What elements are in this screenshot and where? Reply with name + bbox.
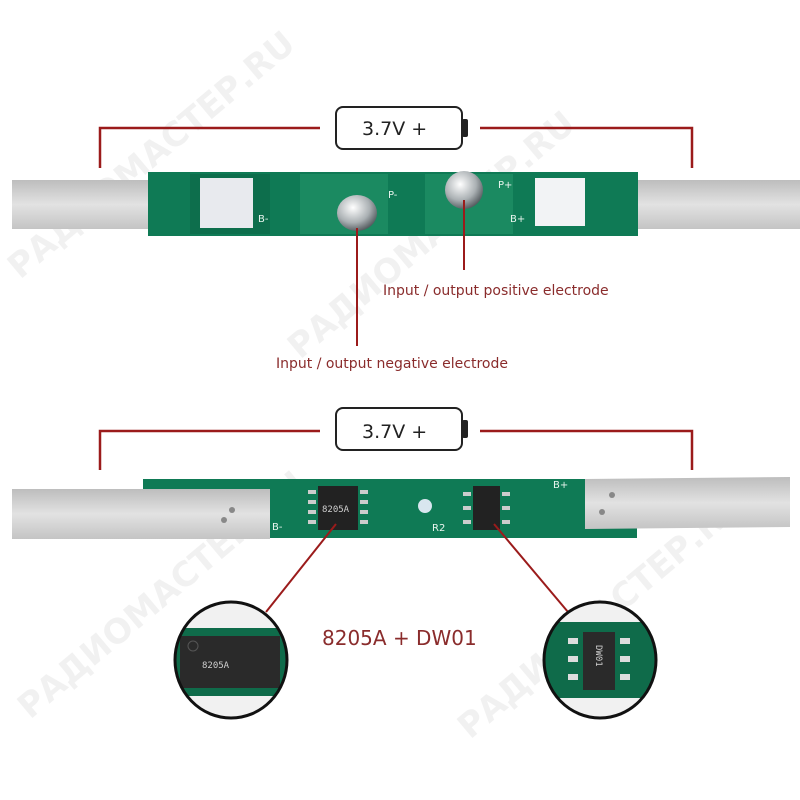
bottom-panel: 3.7V + B- B+ R2 8205A 8205A bbox=[12, 407, 790, 720]
silk-p-plus: P+ bbox=[498, 180, 512, 191]
chips-label: 8205A + DW01 bbox=[322, 626, 477, 650]
weld-spot bbox=[229, 507, 235, 513]
battery-voltage-label: 3.7V + bbox=[362, 118, 427, 140]
led bbox=[418, 499, 432, 513]
weld-spot bbox=[599, 509, 605, 515]
nickel-strip-left bbox=[12, 489, 270, 539]
positive-electrode-label: Input / output positive electrode bbox=[383, 283, 609, 299]
silk-b-minus: B- bbox=[272, 522, 283, 533]
battery-connection-line bbox=[98, 429, 694, 470]
weld-spot bbox=[609, 492, 615, 498]
zoom-dw01: DW01 bbox=[544, 602, 656, 718]
positive-electrode-pad bbox=[445, 171, 483, 209]
zoom-dw01-frame bbox=[542, 600, 658, 720]
b-plus-pad bbox=[535, 178, 585, 226]
zoom-8205a-frame bbox=[173, 600, 289, 720]
weld-spot bbox=[221, 517, 227, 523]
chip-dw01 bbox=[463, 486, 510, 530]
svg-text:РАДИОМАСТЕР.RU: РАДИОМАСТЕР.RU bbox=[0, 24, 303, 287]
battery-icon: 3.7V + bbox=[335, 407, 468, 451]
battery-connection-line bbox=[98, 126, 694, 168]
zoom-dw01-marking: DW01 bbox=[593, 645, 603, 667]
silk-p-minus: P- bbox=[388, 190, 398, 201]
chip-dw01-leader-line bbox=[493, 523, 569, 613]
silk-b-minus: B- bbox=[258, 214, 269, 225]
zoom-8205a: 8205A bbox=[175, 602, 287, 718]
battery-voltage-label: 3.7V + bbox=[362, 421, 427, 443]
top-panel: 3.7V + B- P- P+ B+ Input / output positi… bbox=[12, 106, 800, 372]
negative-electrode-label: Input / output negative electrode bbox=[276, 356, 508, 372]
b-minus-pad bbox=[200, 178, 253, 228]
negative-electrode-pad bbox=[337, 195, 377, 231]
silk-r2: R2 bbox=[432, 523, 445, 534]
chip-8205a-marking: 8205A bbox=[322, 505, 350, 515]
silk-b-plus: B+ bbox=[553, 480, 568, 491]
battery-icon: 3.7V + bbox=[335, 106, 468, 150]
nickel-strip-right bbox=[585, 477, 790, 529]
silk-b-plus: B+ bbox=[510, 214, 525, 225]
chip-8205a: 8205A bbox=[308, 486, 368, 530]
zoom-8205a-marking: 8205A bbox=[202, 661, 230, 671]
chip-8205a-leader-line bbox=[265, 523, 337, 613]
pcb-board: B- P- P+ B+ bbox=[148, 171, 638, 236]
